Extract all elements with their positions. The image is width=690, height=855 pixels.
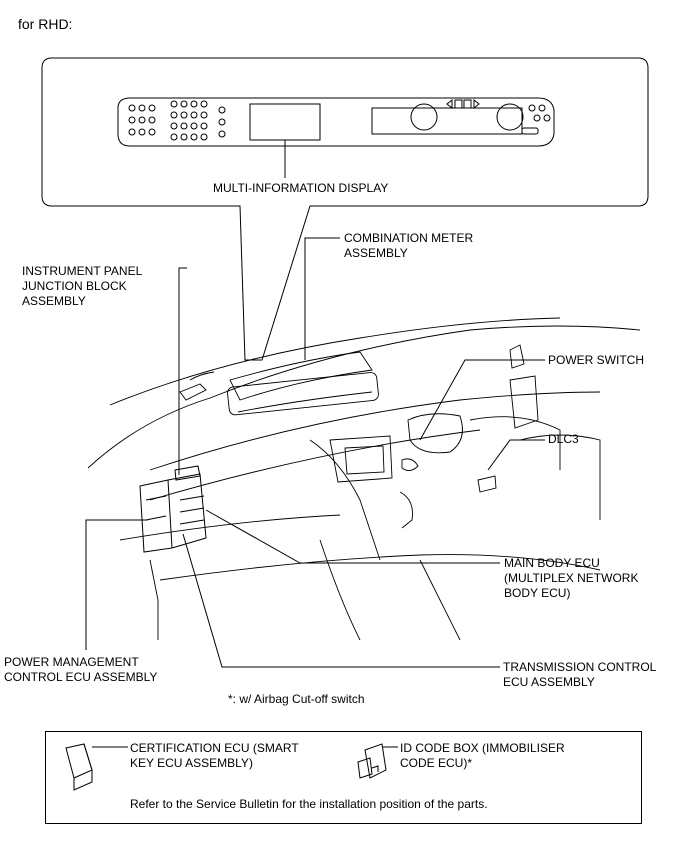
page-title: for RHD: bbox=[18, 16, 73, 32]
service-bulletin-note: Refer to the Service Bulletin for the in… bbox=[130, 797, 488, 811]
dashboard-illustration bbox=[87, 317, 641, 641]
certification-ecu-label: CERTIFICATION ECU (SMART KEY ECU ASSEMBL… bbox=[130, 741, 299, 770]
dlc3-label: DLC3 bbox=[548, 432, 579, 446]
meter-callout-box bbox=[41, 57, 649, 361]
legend-box bbox=[45, 731, 642, 824]
leader-lines bbox=[85, 237, 545, 668]
footnote: *: w/ Airbag Cut-off switch bbox=[228, 692, 365, 706]
power-management-ecu-label: POWER MANAGEMENT CONTROL ECU ASSEMBLY bbox=[4, 655, 158, 684]
combination-meter-label: COMBINATION METER ASSEMBLY bbox=[344, 231, 474, 260]
instrument-panel-junction-block-label: INSTRUMENT PANEL JUNCTION BLOCK ASSEMBLY bbox=[22, 264, 143, 308]
power-switch-label: POWER SWITCH bbox=[548, 353, 644, 367]
main-body-ecu-label: MAIN BODY ECU (MULTIPLEX NETWORK BODY EC… bbox=[504, 556, 639, 600]
meter-display-illustration bbox=[117, 97, 555, 147]
certification-ecu-icon bbox=[65, 743, 93, 791]
ecu-cluster-illustration bbox=[139, 465, 207, 553]
multi-information-display-label: MULTI-INFORMATION DISPLAY bbox=[213, 181, 389, 195]
id-code-box-label: ID CODE BOX (IMMOBILISER CODE ECU)* bbox=[400, 741, 565, 770]
id-code-box-icon bbox=[357, 743, 387, 779]
transmission-control-ecu-label: TRANSMISSION CONTROL ECU ASSEMBLY bbox=[503, 660, 657, 689]
